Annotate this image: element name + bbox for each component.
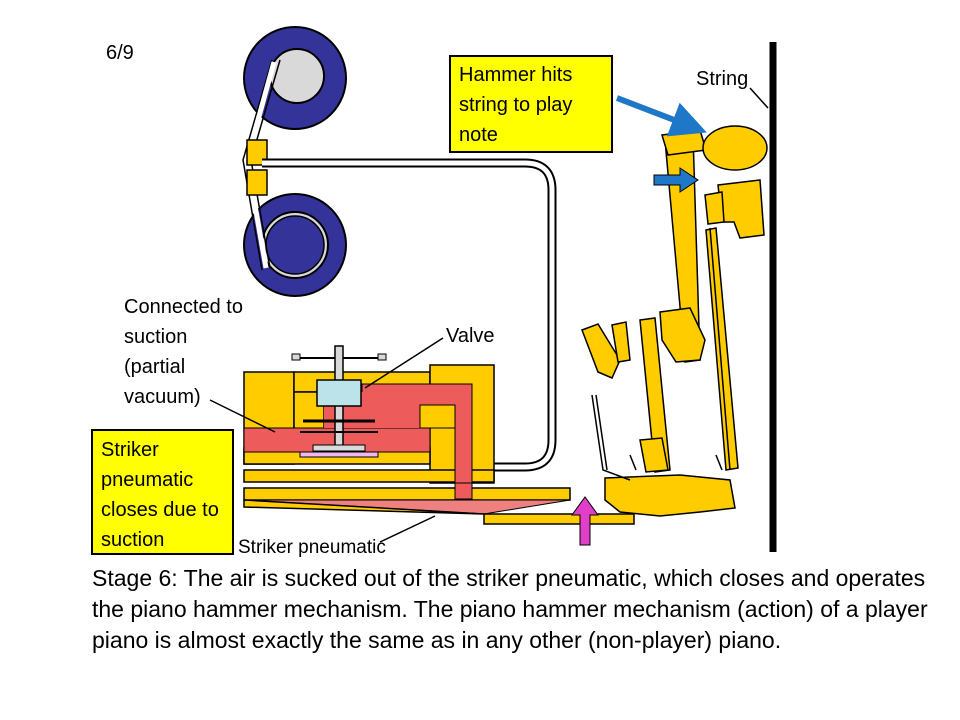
label-valve: Valve — [446, 325, 495, 347]
striker-pointer — [379, 515, 436, 543]
hammer-motion-arrow — [615, 95, 707, 137]
piano-action — [581, 125, 768, 517]
upward-motion-arrow — [571, 496, 599, 546]
take-up-spool-hub — [269, 48, 325, 104]
callout-striker-text: Striker pneumatic closes due to suction — [101, 439, 219, 551]
action-motion-arrow — [653, 167, 699, 193]
connected-pointer — [209, 399, 276, 433]
string-pointer — [749, 87, 769, 109]
label-connected-text: Connected to suction (partial vacuum) — [124, 296, 243, 408]
slide-number: 6/9 — [106, 42, 134, 64]
label-string: String — [696, 68, 749, 90]
valve-pointer — [364, 337, 444, 389]
caption: Stage 6: The air is sucked out of the st… — [92, 565, 928, 653]
label-connected: Connected to suction (partial vacuum) — [124, 292, 254, 412]
action-wires — [591, 227, 731, 481]
label-striker-pneumatic: Striker pneumatic — [238, 537, 386, 558]
callout-striker: Striker pneumatic closes due to suction — [91, 429, 234, 555]
valve — [291, 345, 387, 458]
striker-pneumatic — [243, 482, 635, 525]
music-roll — [242, 26, 347, 297]
callout-hammer: Hammer hits string to play note — [449, 55, 613, 153]
callout-hammer-text: Hammer hits string to play note — [459, 64, 573, 146]
